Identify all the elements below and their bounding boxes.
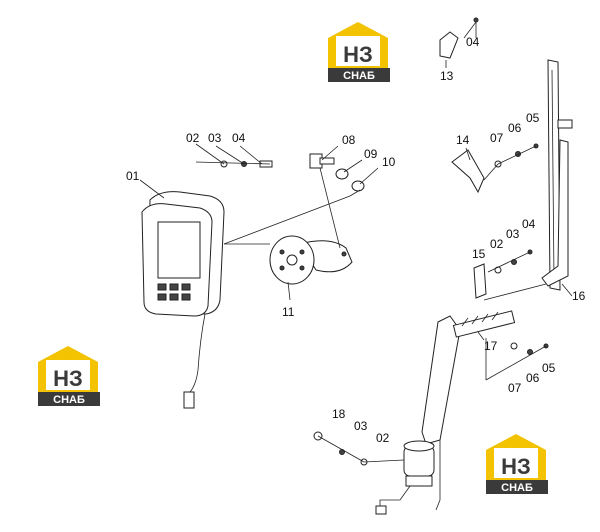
logo-left-caption: СНАБ	[53, 394, 85, 406]
logo-bottom-right: НЗ СНАБ	[486, 434, 548, 494]
label-07a: 07	[490, 131, 504, 145]
label-03c: 03	[354, 419, 368, 433]
label-07b: 07	[508, 381, 522, 395]
label-15: 15	[472, 247, 486, 261]
label-02c: 02	[376, 431, 390, 445]
monitor-connector	[183, 391, 195, 409]
monitor-display-part	[141, 191, 225, 409]
logo-bottom-right-caption: СНАБ	[501, 482, 533, 494]
monitor-screen	[157, 221, 201, 279]
label-06a: 06	[508, 121, 522, 135]
logo-bottom-right-mark: НЗ	[501, 454, 531, 479]
label-14: 14	[456, 133, 470, 147]
leader-lines	[139, 21, 573, 511]
logo-top: НЗ СНАБ	[328, 22, 390, 82]
linkage-arm-part	[421, 310, 549, 445]
bracket-15-part	[473, 249, 533, 299]
label-04c: 04	[522, 217, 536, 231]
bolt-08-part	[309, 153, 335, 169]
logo-left: НЗ СНАБ	[38, 346, 100, 406]
label-03a: 03	[208, 131, 222, 145]
label-17: 17	[484, 339, 498, 353]
motor-connector	[375, 505, 387, 515]
label-05b: 05	[542, 361, 556, 375]
label-10: 10	[382, 155, 396, 169]
wiper-motor-part	[375, 440, 435, 515]
label-05a: 05	[526, 111, 540, 125]
wiper-blade-part	[547, 59, 573, 291]
monitor-buttons	[157, 283, 191, 301]
label-16: 16	[572, 289, 586, 303]
label-09: 09	[364, 147, 378, 161]
label-11: 11	[282, 305, 295, 319]
wiper-arm-part	[541, 139, 569, 287]
label-04b: 04	[466, 35, 480, 49]
label-06b: 06	[526, 371, 540, 385]
logo-top-caption: СНАБ	[343, 70, 375, 82]
part-labels: 01 02 03 04 08 09 10 11 04 13 14 07 06 0…	[126, 35, 586, 445]
label-02a: 02	[186, 131, 200, 145]
logo-top-mark: НЗ	[343, 42, 373, 67]
label-02b: 02	[490, 237, 504, 251]
label-13: 13	[440, 69, 454, 83]
label-01: 01	[126, 169, 140, 183]
label-04a: 04	[232, 131, 246, 145]
label-08: 08	[342, 133, 356, 147]
logo-left-mark: НЗ	[53, 366, 83, 391]
label-03b: 03	[506, 227, 520, 241]
label-18: 18	[332, 407, 346, 421]
mount-plate-part	[269, 235, 353, 285]
